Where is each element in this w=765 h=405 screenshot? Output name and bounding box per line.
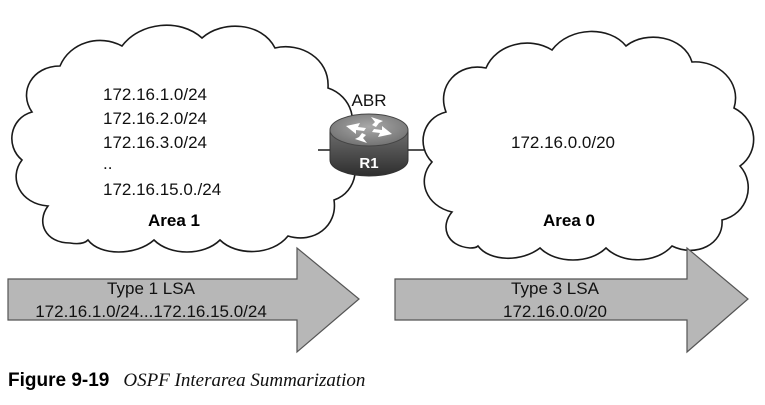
- area1-network-15: 172.16.15.0./24: [103, 180, 221, 199]
- area-1-label: Area 1: [148, 211, 200, 230]
- area-0-cloud: [422, 30, 755, 261]
- type1-lsa-networks: 172.16.1.0/24...172.16.15.0/24: [35, 302, 267, 321]
- router-icon: [329, 113, 409, 177]
- figure-title: OSPF Interarea Summarization: [123, 370, 366, 391]
- area-1-cloud: [11, 24, 357, 253]
- figure-caption: Figure 9-19 OSPF Interarea Summarization: [8, 370, 365, 392]
- area1-network-ellipsis: ..: [103, 154, 112, 173]
- area1-network-1: 172.16.1.0/24: [103, 85, 207, 104]
- type3-lsa-label: Type 3 LSA: [511, 279, 600, 298]
- type1-lsa-arrow: [7, 246, 360, 354]
- area1-network-3: 172.16.3.0/24: [103, 133, 207, 152]
- type3-lsa-network: 172.16.0.0/20: [503, 302, 607, 321]
- area0-summary-network: 172.16.0.0/20: [511, 133, 615, 152]
- router-name: R1: [359, 155, 378, 172]
- area1-network-2: 172.16.2.0/24: [103, 109, 207, 128]
- figure-number: Figure 9-19: [8, 370, 110, 391]
- ospf-summarization-diagram: 172.16.1.0/24 172.16.2.0/24 172.16.3.0/2…: [7, 24, 755, 354]
- abr-label: ABR: [352, 91, 387, 110]
- area-0-label: Area 0: [543, 211, 595, 230]
- type3-lsa-arrow: [394, 246, 749, 354]
- type1-lsa-label: Type 1 LSA: [107, 279, 196, 298]
